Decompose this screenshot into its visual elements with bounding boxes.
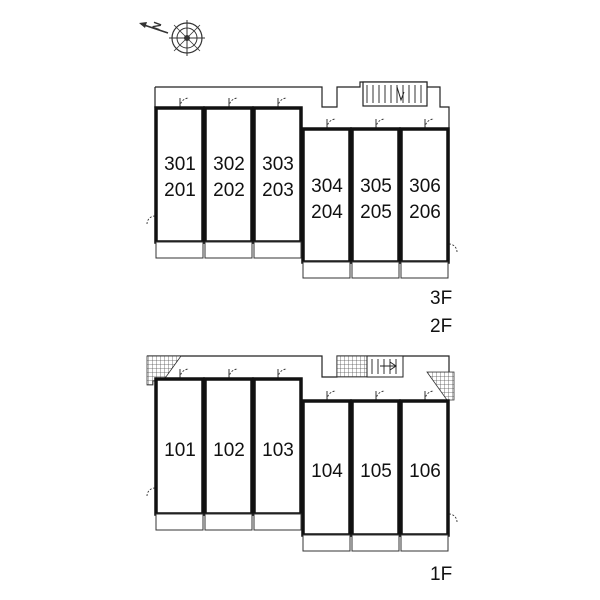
- lower-door-swings: [146, 368, 458, 523]
- unit-label-305: 305: [360, 176, 392, 197]
- unit-label-201: 201: [164, 180, 196, 201]
- unit-label-304: 304: [311, 176, 343, 197]
- upper-floor-plan: 301 201 302 202 303 203 304 204 305 205 …: [146, 81, 458, 337]
- lower-floor-plan: 101 102 103 104 105 106 1F: [146, 355, 458, 585]
- unit-label-105: 105: [360, 461, 392, 482]
- compass: N: [139, 20, 205, 56]
- unit-102: [203, 377, 254, 516]
- unit-label-104: 104: [311, 461, 343, 482]
- unit-label-205: 205: [360, 202, 392, 223]
- north-arrow-icon: [139, 22, 169, 34]
- north-letter: N: [150, 20, 164, 32]
- unit-103: [252, 377, 303, 516]
- unit-label-306: 306: [409, 176, 441, 197]
- floor-label-2f: 2F: [430, 316, 452, 337]
- unit-label-202: 202: [213, 180, 245, 201]
- unit-101: [154, 377, 205, 516]
- unit-106: [399, 399, 450, 537]
- unit-label-303: 303: [262, 154, 294, 175]
- unit-label-103: 103: [262, 440, 294, 461]
- upper-stairs: [362, 81, 428, 107]
- unit-104: [301, 399, 352, 537]
- unit-upper-4: [301, 127, 352, 264]
- unit-upper-6: [399, 127, 450, 264]
- floor-label-1f: 1F: [430, 564, 452, 585]
- unit-label-101: 101: [164, 440, 196, 461]
- unit-upper-3: [252, 106, 303, 244]
- compass-rose-icon: [169, 20, 205, 56]
- unit-label-102: 102: [213, 440, 245, 461]
- unit-label-203: 203: [262, 180, 294, 201]
- upper-corridor-outline: [155, 81, 450, 260]
- unit-label-204: 204: [311, 202, 343, 223]
- planting-area-right: [426, 371, 455, 401]
- lower-stairs: [366, 355, 404, 378]
- unit-upper-1: [154, 106, 205, 244]
- unit-label-302: 302: [213, 154, 245, 175]
- unit-label-301: 301: [164, 154, 196, 175]
- unit-label-206: 206: [409, 202, 441, 223]
- unit-label-106: 106: [409, 461, 441, 482]
- floor-label-3f: 3F: [430, 288, 452, 309]
- unit-upper-2: [203, 106, 254, 244]
